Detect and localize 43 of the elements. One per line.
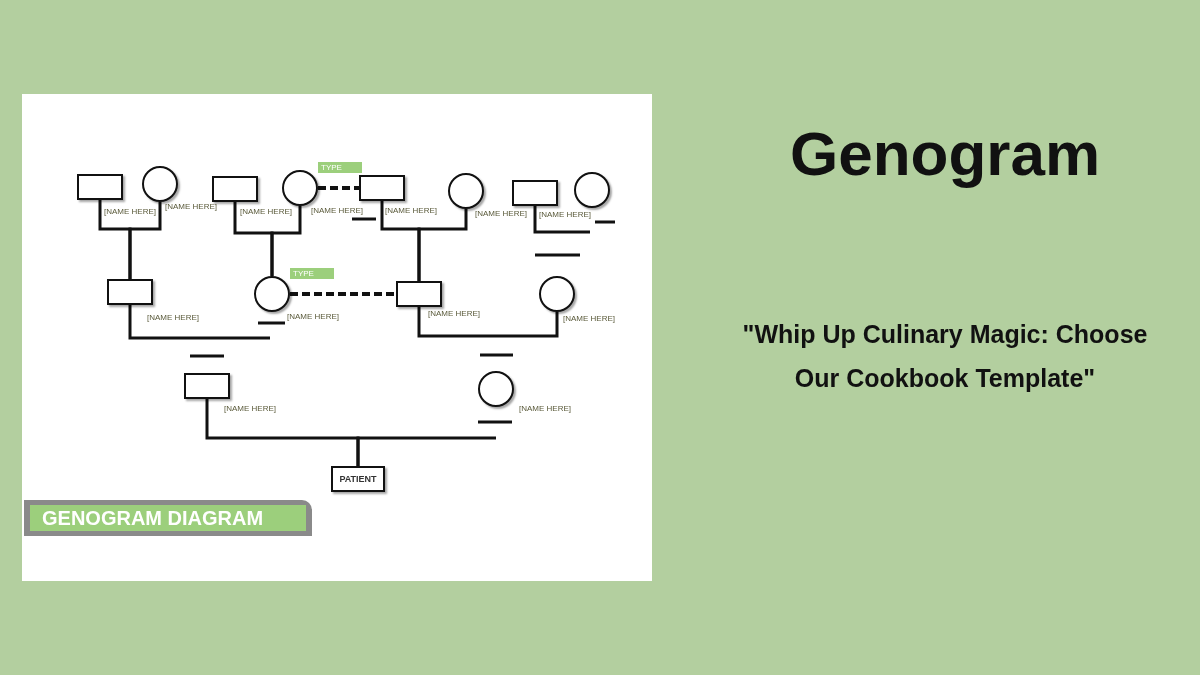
male-square	[107, 279, 153, 305]
patient-box	[331, 466, 385, 492]
name-label: [NAME HERE]	[311, 206, 363, 215]
female-circle	[282, 170, 318, 206]
male-square	[212, 176, 258, 202]
name-label: [NAME HERE]	[475, 209, 527, 218]
female-circle	[448, 173, 484, 209]
banner-title: GENOGRAM DIAGRAM	[30, 505, 306, 531]
family-line	[128, 305, 270, 340]
family-line	[417, 307, 559, 338]
name-label: [NAME HERE]	[385, 206, 437, 215]
family-line	[270, 206, 302, 276]
title: Genogram	[788, 118, 1102, 189]
name-label: [NAME HERE]	[165, 202, 217, 211]
name-label: [NAME HERE]	[104, 207, 156, 216]
edge-label: TYPE	[318, 162, 362, 173]
name-label: [NAME HERE]	[287, 312, 339, 321]
name-label: [NAME HERE]	[539, 210, 591, 219]
male-square	[77, 174, 123, 200]
female-circle	[539, 276, 575, 312]
edge-label: TYPE	[290, 268, 334, 279]
name-label: [NAME HERE]	[428, 309, 480, 318]
name-label: [NAME HERE]	[563, 314, 615, 323]
female-circle	[254, 276, 290, 312]
male-square	[512, 180, 558, 206]
female-circle	[478, 371, 514, 407]
name-label: [NAME HERE]	[224, 404, 276, 413]
name-label: [NAME HERE]	[240, 207, 292, 216]
family-line	[128, 202, 162, 279]
family-line	[417, 209, 468, 281]
female-circle	[574, 172, 610, 208]
family-line	[356, 436, 496, 466]
male-square	[396, 281, 442, 307]
name-label: [NAME HERE]	[147, 313, 199, 322]
dashed-relationship-line	[318, 186, 359, 190]
family-line	[533, 206, 590, 234]
tagline: "Whip Up Culinary Magic: Choose Our Cookbook Template"	[741, 319, 1149, 394]
male-square	[184, 373, 230, 399]
name-label: [NAME HERE]	[519, 404, 571, 413]
node-text: PATIENT	[339, 474, 377, 484]
male-square	[359, 175, 405, 201]
female-circle	[142, 166, 178, 202]
dashed-relationship-line	[290, 292, 396, 296]
